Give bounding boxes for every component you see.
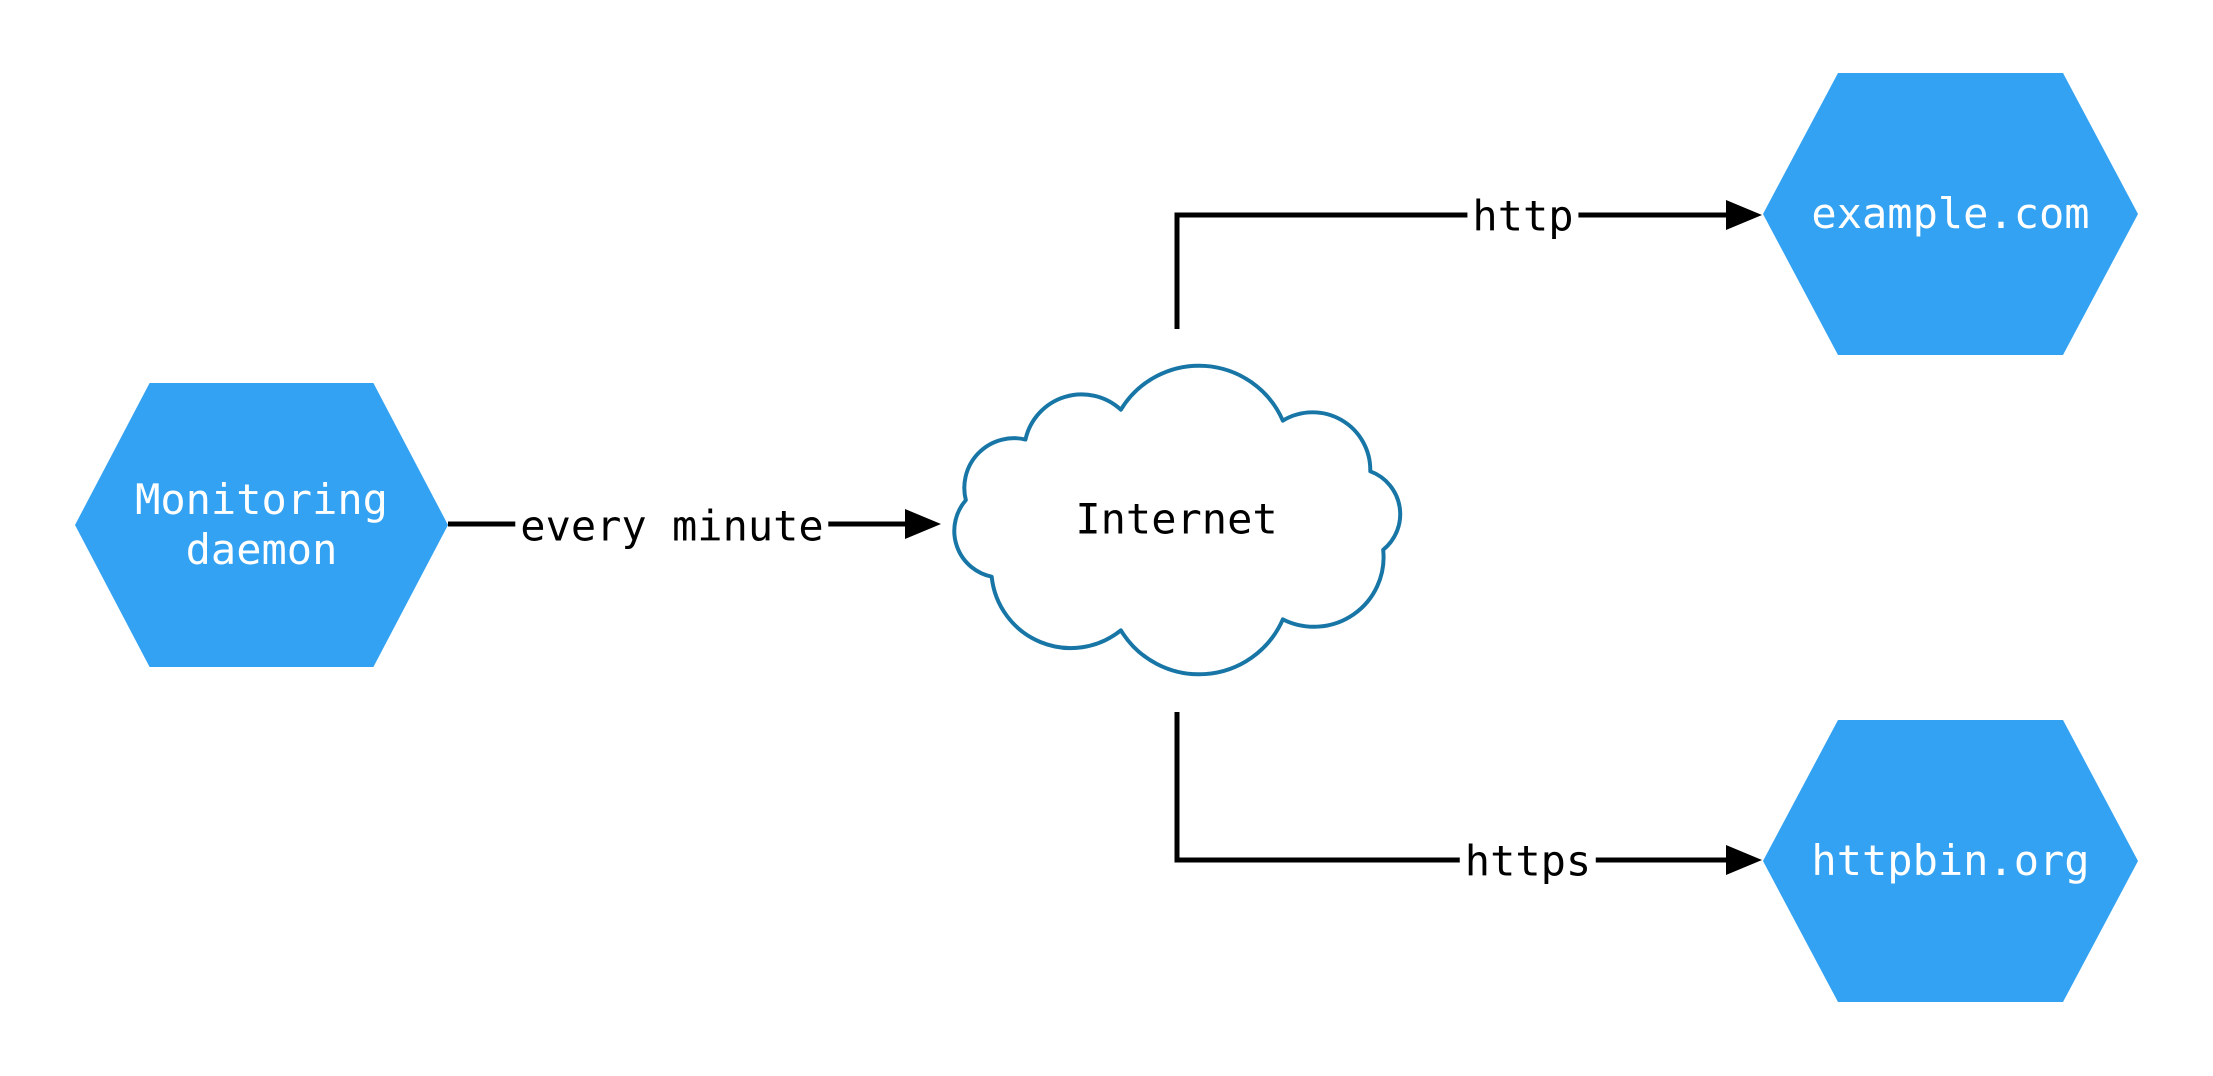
cloud-outline-icon [952, 363, 1403, 677]
node-example-com: example.com [1763, 73, 2138, 355]
node-monitoring-daemon: Monitoring daemon [75, 383, 448, 667]
arrowhead-icon [1726, 200, 1762, 230]
node-internet: Internet [943, 363, 1410, 677]
node-httpbin-org: httpbin.org [1763, 720, 2138, 1002]
node-monitoring-daemon-label: Monitoring daemon [135, 474, 388, 574]
edge-label-every-minute: every minute [515, 501, 829, 551]
arrowhead-icon [905, 509, 941, 539]
edge-label-https: https [1459, 836, 1597, 886]
cloud-shape [952, 363, 1403, 677]
edge-http-line [1174, 212, 1727, 329]
node-httpbin-org-label: httpbin.org [1811, 835, 2090, 885]
edge-label-http: http [1467, 191, 1579, 241]
edge-https-line [1174, 712, 1727, 863]
node-example-com-label: example.com [1811, 188, 2090, 238]
arrowhead-icon [1726, 845, 1762, 875]
node-internet-label: Internet [1075, 494, 1278, 544]
